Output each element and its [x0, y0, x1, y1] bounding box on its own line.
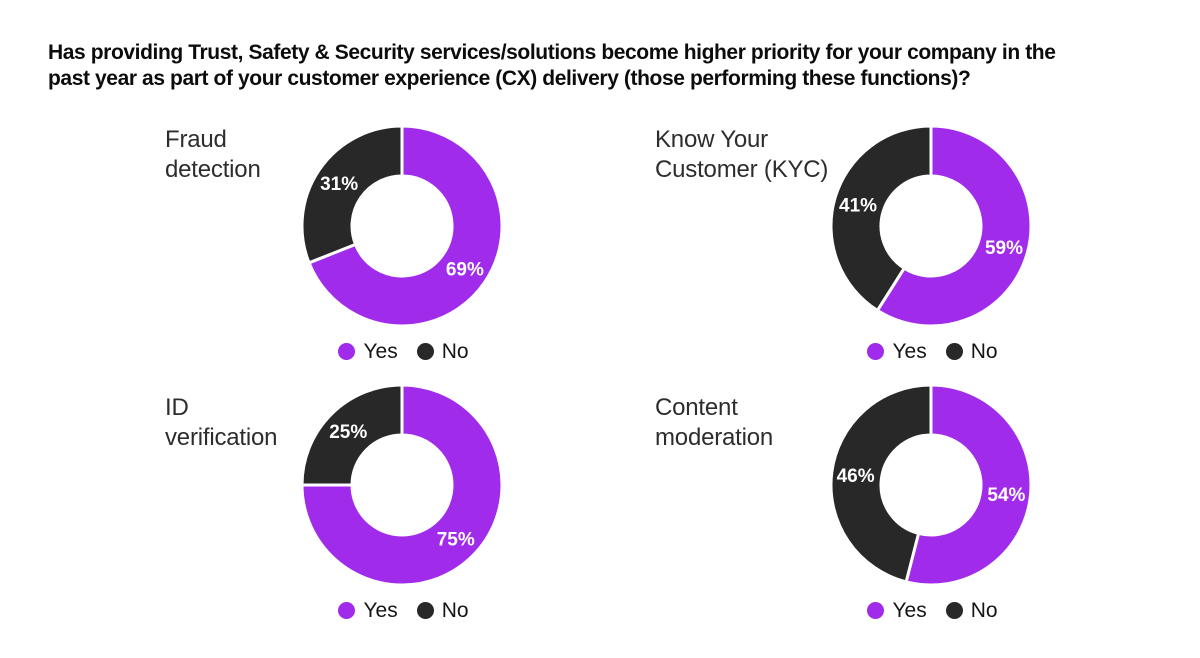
chart-card-id-verification: ID verification 75% 25% Yes No [150, 369, 670, 628]
slice-value-label-yes: 54% [987, 485, 1025, 506]
question-title-line-2: past year as part of your customer exper… [48, 67, 971, 90]
donut-slice-no [300, 124, 404, 265]
chart-label-know-your-customer: Know Your Customer (KYC) [655, 125, 828, 185]
legend-label-yes: Yes [892, 340, 927, 363]
donut-slice-no [829, 383, 933, 584]
donut-slice-no [300, 383, 404, 487]
donut-slice-yes [904, 383, 1033, 587]
chart-label-id-verification: ID verification [165, 393, 278, 453]
legend-swatch-yes [335, 340, 359, 363]
chart-label-line: Know Your [655, 126, 768, 153]
donut-slice-yes [875, 124, 1033, 328]
chart-label-line: verification [165, 424, 278, 451]
donut-slice-yes [307, 124, 504, 328]
question-title-line-1: Has providing Trust, Safety & Security s… [48, 41, 1056, 64]
legend-swatch-yes [864, 599, 888, 622]
slice-value-label-yes: 75% [437, 529, 475, 550]
donut-chart-fraud-detection: 69% 31% [300, 124, 504, 328]
legend-swatch-no [413, 599, 437, 622]
chart-card-know-your-customer: Know Your Customer (KYC) 59% 41% Yes No [640, 110, 1160, 369]
slice-value-label-yes: 59% [985, 238, 1023, 259]
slice-value-label-no: 46% [837, 466, 875, 487]
legend-swatch-no [942, 340, 966, 363]
slice-value-label-yes: 69% [446, 259, 484, 280]
legend-swatch-yes [864, 340, 888, 363]
chart-label-line: Customer (KYC) [655, 156, 829, 183]
legend-label-yes: Yes [363, 599, 398, 622]
legend-fraud-detection: Yes No [297, 340, 507, 363]
legend-swatch-yes [335, 599, 359, 622]
legend-swatch-no [413, 340, 437, 363]
legend-label-no: No [970, 599, 998, 622]
chart-label-fraud-detection: Fraud detection [165, 125, 261, 185]
slice-value-label-no: 25% [329, 422, 367, 443]
chart-label-line: moderation [655, 424, 774, 451]
legend-label-no: No [970, 340, 998, 363]
chart-label-line: detection [165, 156, 261, 183]
chart-label-line: Content [655, 394, 738, 421]
legend-label-no: No [441, 599, 469, 622]
chart-label-line: Fraud [165, 126, 227, 153]
donut-chart-id-verification: 75% 25% [300, 383, 504, 587]
legend-swatch-no [942, 599, 966, 622]
legend-label-yes: Yes [363, 340, 398, 363]
chart-card-fraud-detection: Fraud detection 69% 31% Yes No [150, 110, 670, 369]
chart-label-content-moderation: Content moderation [655, 393, 773, 453]
legend-content-moderation: Yes No [826, 599, 1036, 622]
legend-label-no: No [441, 340, 469, 363]
donut-slice-no [829, 124, 933, 312]
question-title: Has providing Trust, Safety & Security s… [48, 40, 1056, 92]
legend-label-yes: Yes [892, 599, 927, 622]
chart-label-line: ID [165, 394, 189, 421]
chart-card-content-moderation: Content moderation 54% 46% Yes No [640, 369, 1160, 628]
legend-know-your-customer: Yes No [826, 340, 1036, 363]
donut-chart-content-moderation: 54% 46% [829, 383, 1033, 587]
donut-chart-know-your-customer: 59% 41% [829, 124, 1033, 328]
slice-value-label-no: 41% [839, 195, 877, 216]
slice-value-label-no: 31% [320, 174, 358, 195]
legend-id-verification: Yes No [297, 599, 507, 622]
donut-slice-yes [300, 383, 504, 587]
